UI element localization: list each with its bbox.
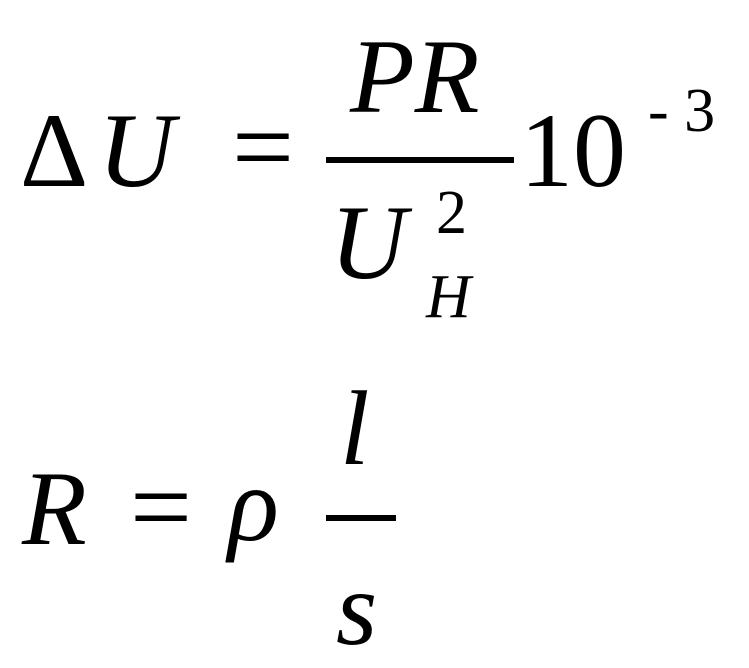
- power-coefficient: 10: [520, 92, 626, 209]
- rho-symbol: ρ: [228, 446, 279, 563]
- power-exponent: - 3: [648, 77, 716, 145]
- delta-symbol: Δ: [20, 92, 89, 209]
- lhs-variable-u: U: [98, 92, 175, 209]
- fraction-numerator: PR: [350, 18, 480, 135]
- denominator-base-u: U: [330, 184, 407, 301]
- equals-sign: =: [232, 86, 295, 208]
- fraction-bar: [326, 157, 514, 163]
- denominator-exponent: 2: [436, 179, 467, 247]
- fraction-numerator: l: [340, 370, 370, 487]
- fraction-denominator: s: [336, 550, 378, 667]
- equals-sign: =: [130, 446, 193, 568]
- denominator-subscript: H: [426, 263, 471, 331]
- lhs-variable-r: R: [22, 450, 87, 567]
- fraction-bar: [326, 515, 396, 521]
